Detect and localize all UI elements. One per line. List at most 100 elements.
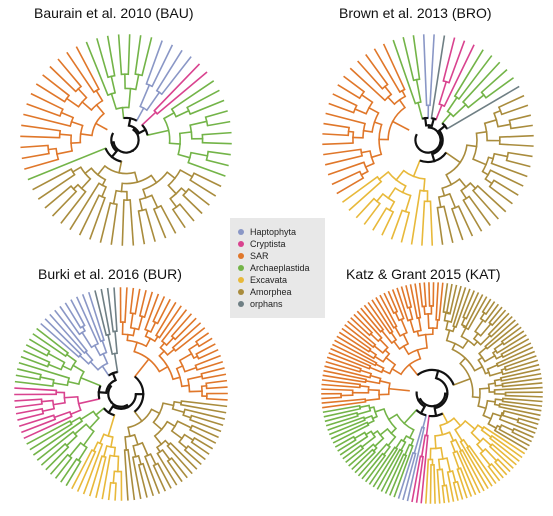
clade-stem [441, 412, 449, 424]
branch [482, 425, 526, 455]
branch [24, 158, 60, 170]
branch [482, 414, 492, 420]
branch [383, 85, 393, 96]
branch [402, 36, 415, 82]
branch [156, 298, 171, 325]
branch [498, 405, 541, 417]
branch [394, 311, 401, 322]
branch [170, 80, 215, 111]
branch [189, 428, 217, 444]
clade-stem [94, 122, 108, 131]
branch [110, 92, 118, 110]
branch [65, 434, 78, 447]
branch [15, 407, 44, 415]
branch [174, 327, 206, 352]
branch [364, 454, 387, 483]
branch [190, 151, 209, 157]
branch [404, 194, 412, 213]
branch [446, 471, 455, 502]
branch [459, 467, 473, 497]
branch [378, 379, 391, 385]
branch [60, 457, 78, 483]
backbone-branch [423, 116, 428, 127]
branch [452, 417, 462, 427]
branch [58, 133, 73, 137]
branch [64, 302, 82, 329]
branch [354, 451, 376, 474]
branch [95, 89, 104, 102]
branch [23, 349, 51, 364]
branch [364, 398, 381, 402]
branch [112, 470, 116, 484]
branch [484, 319, 516, 348]
branch [451, 470, 457, 484]
branch [360, 170, 369, 176]
branch [452, 103, 467, 118]
branch [382, 43, 406, 91]
branch [443, 44, 475, 108]
branch [472, 158, 488, 166]
clade-stem [77, 397, 101, 405]
branch [441, 484, 446, 504]
clade-stem [430, 35, 446, 120]
clade-stem [391, 120, 410, 131]
branch [501, 400, 543, 407]
branch [453, 49, 484, 98]
clade-stem [388, 387, 410, 392]
branch [189, 179, 217, 197]
branch [504, 359, 539, 372]
legend-label: Cryptista [250, 238, 286, 249]
backbone-branch [437, 124, 447, 133]
branch [423, 282, 427, 308]
branch [479, 311, 486, 320]
branch [368, 349, 378, 356]
branch [484, 77, 514, 99]
branch [186, 375, 203, 381]
branch [353, 431, 366, 440]
branch [460, 316, 466, 326]
branch [76, 450, 97, 492]
branch [433, 464, 436, 504]
branch [68, 441, 82, 458]
branch [501, 342, 532, 359]
branch [158, 305, 182, 339]
branch [360, 93, 374, 104]
branch [337, 84, 361, 100]
branch [127, 448, 136, 501]
branch [435, 282, 439, 321]
branch [21, 418, 57, 434]
branch [420, 434, 427, 458]
branch [170, 313, 193, 338]
branch [206, 120, 231, 127]
branch [113, 287, 118, 333]
branch [156, 462, 172, 489]
branch [207, 150, 231, 156]
branch [372, 207, 388, 231]
branch [193, 172, 222, 188]
branch [445, 320, 449, 331]
branch [454, 428, 464, 442]
branch [373, 48, 401, 94]
branch [327, 416, 365, 431]
branch [437, 458, 441, 471]
branch [171, 407, 186, 414]
branch [374, 407, 385, 413]
branch [480, 429, 493, 439]
branch [155, 446, 162, 453]
branch [490, 316, 513, 338]
branch [334, 435, 355, 448]
branch [427, 313, 430, 329]
backbone-branch [107, 404, 115, 415]
branch [401, 89, 407, 98]
branch [490, 434, 523, 459]
branch [127, 34, 131, 76]
branch [49, 65, 77, 93]
branch [498, 134, 534, 138]
branch [409, 284, 419, 320]
branch [344, 324, 375, 349]
branch [429, 464, 432, 504]
branch [422, 34, 428, 107]
branch [492, 179, 519, 196]
branch [448, 192, 457, 209]
